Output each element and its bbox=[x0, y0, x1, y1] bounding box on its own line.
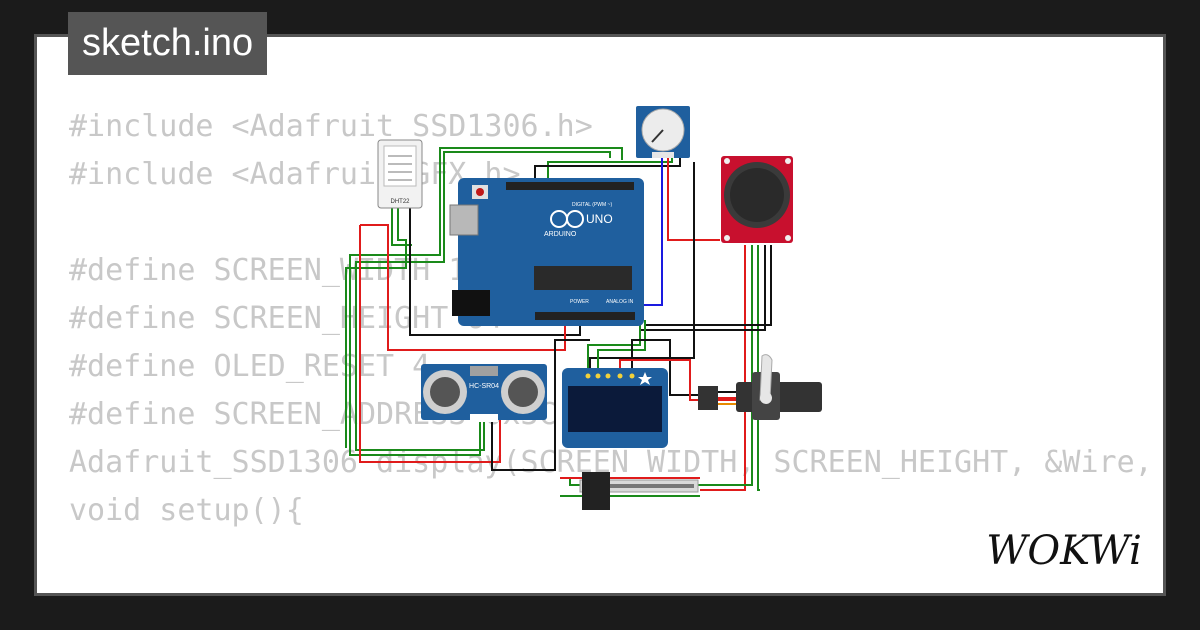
file-title: sketch.ino bbox=[68, 12, 268, 75]
ultrasonic-label: HC-SR04 bbox=[469, 383, 499, 390]
code-line: display.setTextSize(1); bbox=[69, 583, 1163, 593]
code-line: Adafruit_SSD1306 display(SCREEN_WIDTH, S… bbox=[69, 445, 1153, 480]
code-preview: #include <Adafruit_SSD1306.h>#include <A… bbox=[69, 103, 1163, 593]
dht22-sensor[interactable]: DHT22 bbox=[377, 139, 423, 209]
joystick[interactable] bbox=[721, 156, 793, 243]
ultrasonic-sensor[interactable]: HC-SR04 bbox=[421, 364, 547, 422]
code-line: #include <Adafruit_SSD1306.h> bbox=[69, 109, 593, 144]
dht-label: DHT22 bbox=[390, 199, 410, 205]
potentiometer[interactable] bbox=[636, 106, 690, 158]
wokwi-logo: WOKWi bbox=[986, 528, 1142, 574]
arduino-analog-label: ANALOG IN bbox=[606, 299, 634, 305]
slide-potentiometer[interactable] bbox=[579, 472, 699, 510]
code-line: #define OLED_RESET 4 bbox=[69, 349, 431, 384]
code-line: void setup(){ bbox=[69, 493, 304, 528]
arduino-digital-label: DIGITAL (PWM ~) bbox=[572, 202, 612, 208]
arduino-brand: ARDUINO bbox=[544, 231, 577, 238]
arduino-uno[interactable]: UNO ARDUINO DIGITAL (PWM ~) POWER ANALOG… bbox=[449, 178, 644, 326]
logo-text: WOKWi bbox=[986, 528, 1142, 574]
arduino-model: UNO bbox=[586, 212, 613, 226]
arduino-power-label: POWER bbox=[570, 299, 589, 305]
oled-display[interactable] bbox=[562, 368, 668, 448]
servo-motor[interactable] bbox=[698, 354, 822, 420]
